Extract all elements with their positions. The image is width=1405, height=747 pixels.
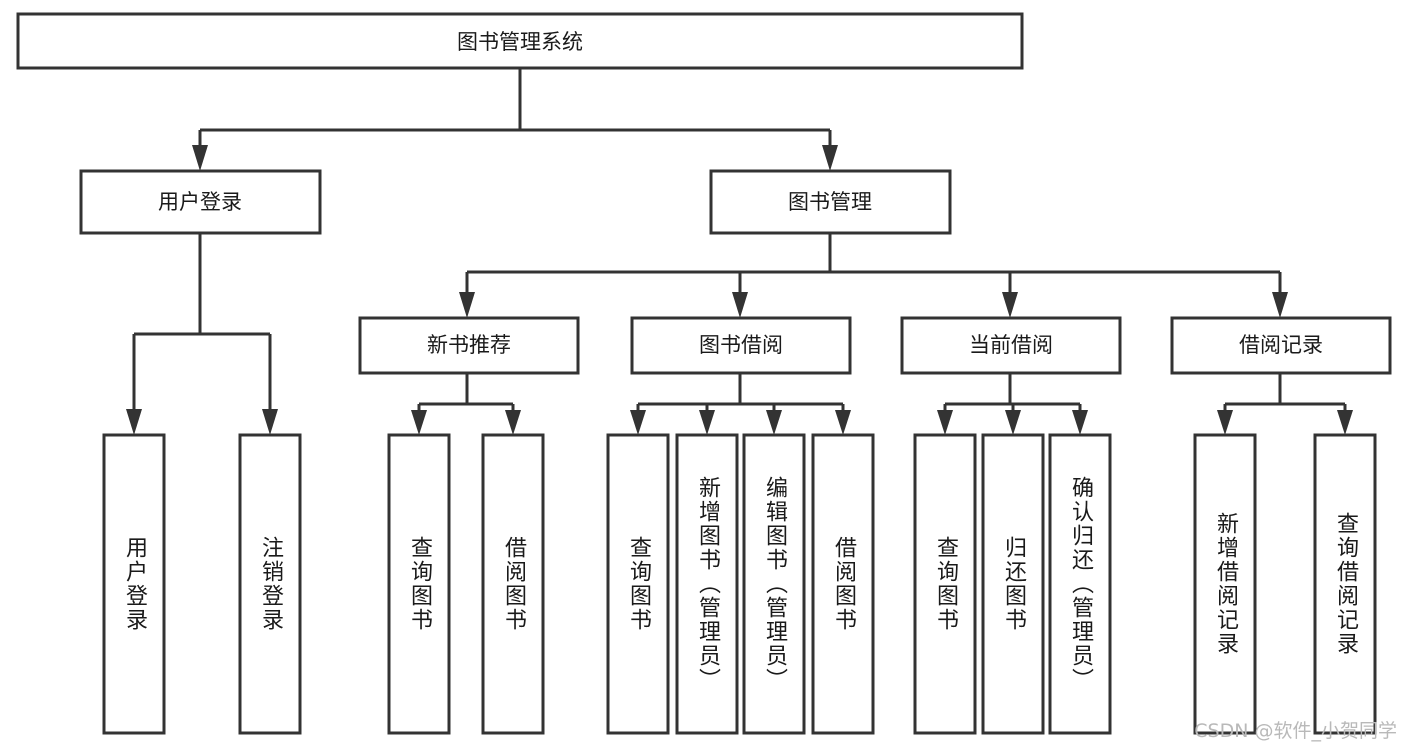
leaf-box-query-book-1[interactable] <box>387 433 451 735</box>
node-label-book-management: 图书管理 <box>788 190 872 214</box>
node-label-borrow-record: 借阅记录 <box>1239 333 1323 357</box>
leaf-box-query-book-3[interactable] <box>913 433 977 735</box>
node-box-root[interactable] <box>16 12 1024 70</box>
leaf-box-return-book[interactable] <box>981 433 1045 735</box>
leaf-box-borrow-book-1[interactable] <box>481 433 545 735</box>
node-box-book-management[interactable] <box>709 169 952 235</box>
node-label-current-borrow: 当前借阅 <box>969 333 1053 357</box>
node-box-user-login[interactable] <box>79 169 322 235</box>
node-box-new-book-recommend[interactable] <box>358 316 580 375</box>
connector-userlogin-to-leaves <box>126 233 278 435</box>
node-box-borrow-record[interactable] <box>1170 316 1392 375</box>
connector-bookborrow-to-leaves <box>630 373 851 435</box>
leaf-box-logout-login[interactable] <box>238 433 302 735</box>
leaf-box-query-record[interactable] <box>1313 433 1377 735</box>
connector-bookmgmt-to-level3 <box>459 233 1288 318</box>
node-box-book-borrow[interactable] <box>630 316 852 375</box>
connector-borrowrecord-to-leaves <box>1217 373 1353 435</box>
connector-currentborrow-to-leaves <box>937 373 1088 435</box>
node-label-user-login: 用户登录 <box>158 190 242 214</box>
connector-newbook-to-leaves <box>411 373 521 435</box>
leaf-box-query-book-2[interactable] <box>606 433 670 735</box>
connector-root-to-level2 <box>192 68 838 171</box>
leaf-box-edit-book[interactable] <box>742 433 806 735</box>
node-label-new-book-recommend: 新书推荐 <box>427 333 511 357</box>
node-box-current-borrow[interactable] <box>900 316 1122 375</box>
leaf-box-add-book[interactable] <box>675 433 739 735</box>
node-label-book-borrow: 图书借阅 <box>699 333 783 357</box>
leaf-box-user-login[interactable] <box>102 433 166 735</box>
leaf-box-borrow-book-2[interactable] <box>811 433 875 735</box>
leaf-box-add-record[interactable] <box>1193 433 1257 735</box>
node-label-root: 图书管理系统 <box>457 30 583 54</box>
leaf-box-confirm-return[interactable] <box>1048 433 1112 735</box>
